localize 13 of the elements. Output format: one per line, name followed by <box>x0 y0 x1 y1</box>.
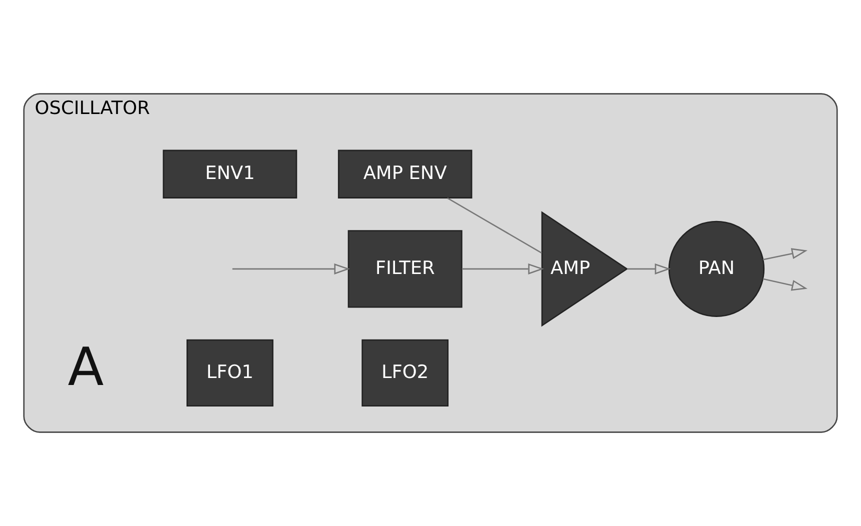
node-circle: PAN <box>668 220 765 317</box>
node-box: LFO1 <box>186 339 274 407</box>
node-box: FILTER <box>348 230 462 308</box>
arrow <box>627 263 671 274</box>
arrow <box>762 278 808 291</box>
label: A <box>68 336 104 398</box>
node-box: ENV1 <box>162 150 298 198</box>
arrow <box>762 248 808 260</box>
connector <box>447 197 542 254</box>
arrow <box>232 263 350 274</box>
node-box: AMP ENV <box>338 150 472 198</box>
node-box: LFO2 <box>362 339 449 407</box>
arrow <box>462 263 544 274</box>
